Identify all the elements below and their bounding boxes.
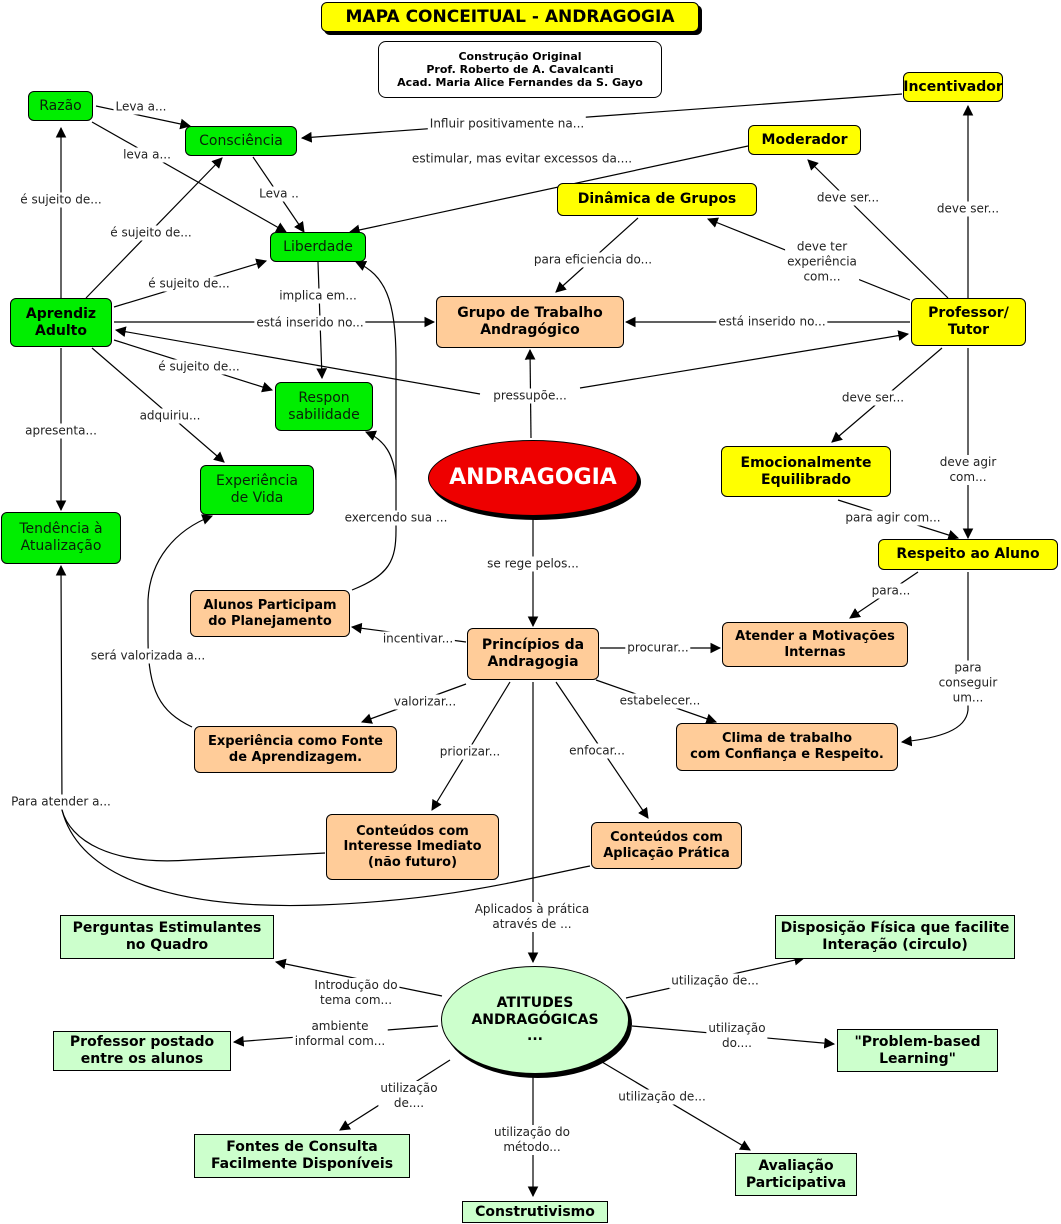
node-atender-motivacoes[interactable]: Atender a Motivações Internas (722, 622, 908, 667)
link-label: Introdução do tema com... (312, 978, 400, 1008)
link-label: para eficiencia do... (531, 252, 655, 268)
edge-press-prof (579, 330, 910, 389)
link-label: apresenta... (23, 423, 99, 439)
edge-exerc-resp (365, 430, 397, 481)
node-andragogia[interactable]: ANDRAGOGIA (428, 440, 638, 516)
edge-atit-aval (601, 1061, 751, 1151)
node-consciencia[interactable]: Consciência (185, 126, 297, 156)
link-label: é sujeito de... (108, 225, 194, 241)
node-moderador[interactable]: Moderador (748, 125, 861, 155)
node-emocionalmente[interactable]: Emocionalmente Equilibrado (721, 446, 891, 497)
node-professor-postado[interactable]: Professor postado entre os alunos (53, 1031, 231, 1071)
link-label: exercendo sua ... (342, 510, 450, 526)
link-label: será valorizada a... (88, 648, 208, 664)
node-conteudos-interesse[interactable]: Conteúdos com Interesse Imediato (não fu… (326, 814, 499, 880)
node-perguntas-estimulantes[interactable]: Perguntas Estimulantes no Quadro (60, 915, 274, 959)
link-label: adquiriu... (137, 408, 203, 424)
link-label: deve agir com... (921, 455, 1015, 485)
node-razao[interactable]: Razão (28, 91, 93, 121)
edge-alunos-lib (351, 261, 397, 591)
link-label: utilização do.... (706, 1021, 768, 1051)
link-label: deve ser... (839, 390, 907, 406)
edge-razao-consciencia (95, 105, 192, 130)
node-experiencia-fonte[interactable]: Experiência como Fonte de Aprendizagem. (194, 726, 397, 773)
node-principios[interactable]: Princípios da Andragogia (467, 628, 599, 680)
link-label: utilização de... (616, 1089, 708, 1105)
link-label: é sujeito de... (18, 192, 104, 208)
link-label: Leva .. (257, 186, 301, 202)
node-liberdade[interactable]: Liberdade (270, 232, 366, 262)
node-respeito-aluno[interactable]: Respeito ao Aluno (878, 539, 1058, 570)
link-label: priorizar... (437, 744, 503, 760)
link-label: deve ser... (934, 201, 1002, 217)
node-dinamica-grupos[interactable]: Dinâmica de Grupos (557, 183, 757, 216)
link-label: pressupõe... (491, 388, 569, 404)
node-disposicao-fisica[interactable]: Disposição Física que facilite Interação… (775, 915, 1015, 959)
link-label: deve ser... (814, 190, 882, 206)
node-tendencia[interactable]: Tendência à Atualização (1, 512, 121, 564)
edge-prof-moder (807, 159, 949, 299)
link-label: utilização de... (669, 973, 761, 989)
edge-resp-clima (900, 572, 969, 747)
node-professor-tutor[interactable]: Professor/ Tutor (911, 298, 1026, 346)
link-label: Aplicados à prática através de ... (472, 902, 592, 932)
edge-aprendiz-exp (91, 347, 225, 463)
link-label: utilização do método... (491, 1125, 573, 1155)
link-label: está inserido no... (716, 314, 828, 330)
link-label: estabelecer... (617, 693, 703, 709)
link-label: estimular, mas evitar excessos da.... (409, 151, 635, 167)
node-atitudes-andragogicas[interactable]: ATITUDES ANDRAGÓGICAS ... (441, 966, 629, 1074)
node-grupo-trabalho[interactable]: Grupo de Trabalho Andragógico (436, 296, 624, 348)
link-label: incentivar... (380, 631, 456, 647)
link-label: Leva a... (113, 99, 169, 115)
link-label: leva a... (121, 147, 173, 163)
link-label: deve ter experiência com... (785, 239, 859, 285)
edge-aplic-tend (61, 809, 591, 907)
link-label: Para atender a... (9, 794, 113, 810)
link-label: é sujeito de... (156, 359, 242, 375)
edge-razao-liberdade (91, 121, 287, 233)
edge-press-aprendiz (114, 326, 481, 395)
node-avaliacao-participativa[interactable]: Avaliação Participativa (735, 1153, 857, 1196)
link-label: valorizar... (391, 694, 459, 710)
node-problem-based-learning[interactable]: "Problem-based Learning" (837, 1029, 998, 1072)
edge-moder-lib (348, 145, 749, 236)
node-clima-trabalho[interactable]: Clima de trabalho com Confiança e Respei… (676, 723, 898, 771)
link-label: para... (869, 583, 913, 599)
link-label: se rege pelos... (485, 556, 581, 572)
link-label: Influir positivamente na... (427, 116, 587, 132)
node-conteudos-aplicacao[interactable]: Conteúdos com Aplicação Prática (591, 822, 742, 869)
link-label: para agir com... (843, 510, 943, 526)
link-label: implica em... (277, 288, 359, 304)
link-label: é sujeito de... (146, 276, 232, 292)
link-label: utilização de.... (378, 1081, 440, 1111)
link-label: está inserido no... (254, 315, 366, 331)
node-experiencia-vida[interactable]: Experiência de Vida (200, 465, 314, 515)
link-label: para conseguir um... (921, 660, 1015, 706)
node-incentivador[interactable]: Incentivador (903, 72, 1003, 102)
map-title: MAPA CONCEITUAL - ANDRAGOGIA (321, 2, 699, 32)
node-responsabilidade[interactable]: Respon sabilidade (275, 382, 373, 431)
node-construtivismo[interactable]: Construtivismo (462, 1201, 608, 1223)
link-label: procurar... (625, 640, 691, 656)
credits-box: Construção Original Prof. Roberto de A. … (378, 41, 662, 98)
node-aprendiz-adulto[interactable]: Aprendiz Adulto (10, 298, 112, 347)
node-alunos-participam[interactable]: Alunos Participam do Planejamento (190, 590, 350, 637)
edge-expfonte-expvida (147, 514, 214, 728)
link-label: enfocar... (567, 743, 627, 759)
edge-incent-consc (300, 93, 903, 143)
node-fontes-consulta[interactable]: Fontes de Consulta Facilmente Disponívei… (194, 1134, 410, 1178)
link-label: ambiente informal com... (292, 1019, 388, 1049)
